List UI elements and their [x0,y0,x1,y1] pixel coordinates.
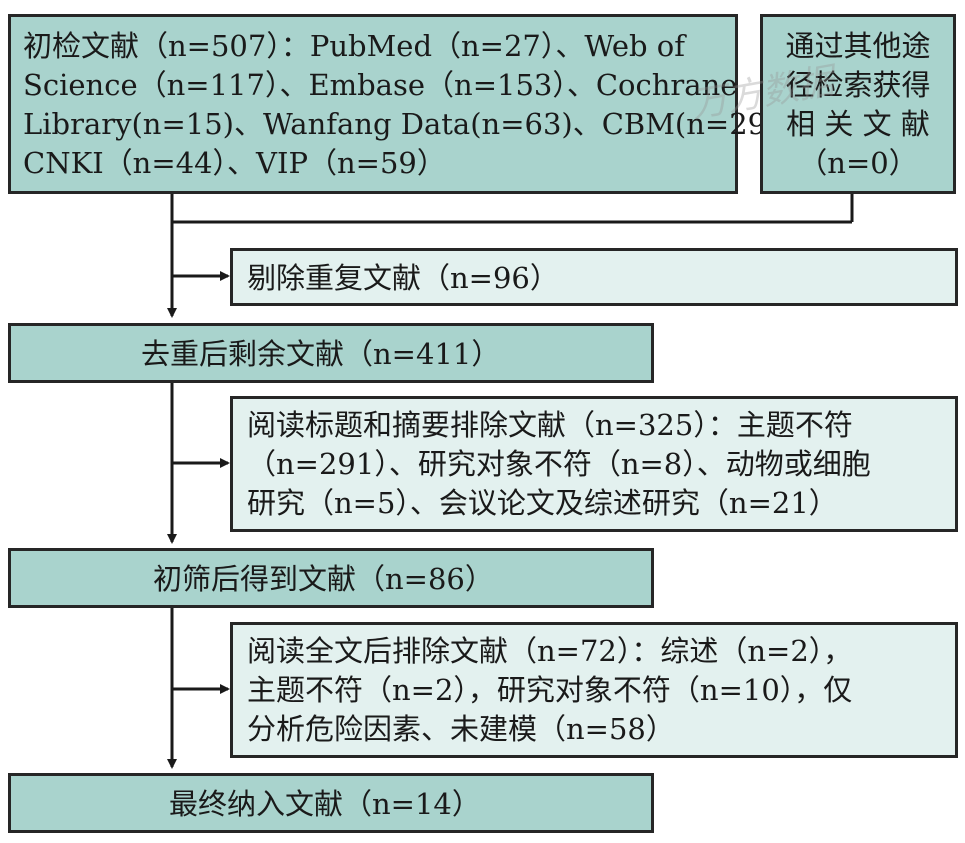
initial-line-3: Library(n=15)、Wanfang Data(n=63)、CBM(n=2… [23,107,807,141]
initial-line-1: 初检文献（n=507）：PubMed（n=27）、Web of [23,29,685,63]
ta-line-1: 阅读标题和摘要排除文献（n=325）：主题不符 [247,408,853,442]
other-sources-box: 通过其他途 径检索获得 相 关 文 献 （n=0） [760,14,956,194]
after-dedup-box: 去重后剩余文献（n=411） [8,323,654,383]
final-line-1: 最终纳入文献（n=14） [169,787,481,821]
ft-line-2: 主题不符（n=2），研究对象不符（n=10），仅 [247,673,853,707]
other-line-3: 相 关 文 献 [786,107,930,141]
ft-line-1: 阅读全文后排除文献（n=72）：综述（n=2）， [247,634,853,668]
title-abstract-exclusion-box: 阅读标题和摘要排除文献（n=325）：主题不符 （n=291）、研究对象不符（n… [230,396,958,532]
screened-line-1: 初筛后得到文献（n=86） [153,562,494,596]
after-dedup-line-1: 去重后剩余文献（n=411） [141,337,501,371]
ta-line-3: 研究（n=5）、会议论文及综述研究（n=21） [247,486,838,520]
dup-line-1: 剔除重复文献（n=96） [247,261,559,295]
initial-line-2: Science（n=117）、Embase（n=153）、Cochrane [23,68,738,102]
duplicates-removed-box: 剔除重复文献（n=96） [230,248,958,306]
other-line-4: （n=0） [798,146,918,180]
other-line-1: 通过其他途 [785,29,931,63]
ta-line-2: （n=291）、研究对象不符（n=8）、动物或细胞 [247,447,871,481]
ft-line-3: 分析危险因素、未建模（n=58） [247,712,675,746]
initial-records-box: 初检文献（n=507）：PubMed（n=27）、Web of Science（… [8,14,807,194]
final-included-box: 最终纳入文献（n=14） [8,773,654,833]
screened-box: 初筛后得到文献（n=86） [8,548,654,608]
other-line-2: 径检索获得 [785,68,931,102]
fulltext-exclusion-box: 阅读全文后排除文献（n=72）：综述（n=2）， 主题不符（n=2），研究对象不… [230,622,958,758]
initial-line-4: CNKI（n=44）、VIP（n=59） [23,146,446,180]
